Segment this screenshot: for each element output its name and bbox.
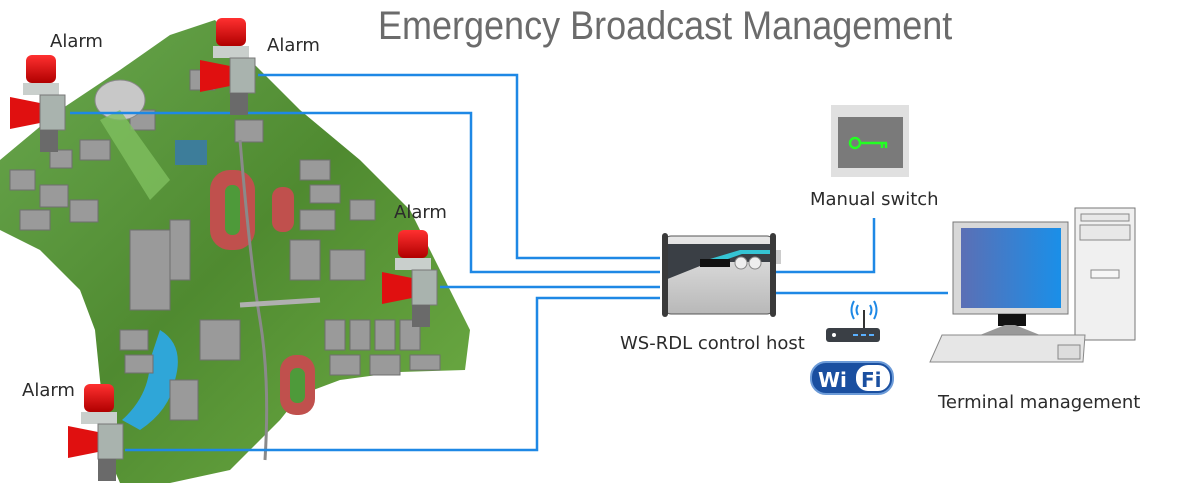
beacon-icon <box>84 384 114 412</box>
control-host-device[interactable] <box>662 233 781 317</box>
host-knob-2 <box>748 256 762 270</box>
host-display <box>700 259 730 267</box>
alarm-label-right: Alarm <box>394 202 447 223</box>
alarm-device-right[interactable] <box>382 230 438 327</box>
beacon-icon <box>26 55 56 83</box>
alarm-label-top-center: Alarm <box>267 35 320 56</box>
bridge <box>239 297 321 308</box>
road <box>238 139 269 461</box>
terminal-label: Terminal management <box>938 392 1141 413</box>
alarm-device-top-center[interactable] <box>200 18 256 115</box>
horn-icon <box>10 97 40 129</box>
page-title: Emergency Broadcast Management <box>378 4 953 48</box>
tennis-court <box>175 140 207 165</box>
wifi-text-left: Wi <box>818 368 847 392</box>
track-field-2 <box>272 187 294 232</box>
host-knob-1 <box>734 256 748 270</box>
line-manual-switch <box>775 218 876 274</box>
alarm-device-top-left[interactable] <box>10 55 66 152</box>
connection-lines <box>70 73 948 452</box>
line-alarm-top-center <box>258 73 660 260</box>
horn-icon <box>382 272 412 304</box>
lawn <box>100 110 170 200</box>
alarm-label-bottom-left: Alarm <box>22 380 75 401</box>
field-grass-1 <box>225 185 240 235</box>
monitor-screen <box>961 228 1061 308</box>
alarm-device-bottom-left[interactable] <box>68 384 124 481</box>
horn-icon <box>200 60 230 92</box>
control-host-label: WS-RDL control host <box>620 333 805 354</box>
wifi-logo: Wi Fi <box>810 361 894 395</box>
wifi-text-right: Fi <box>861 368 882 392</box>
lake <box>122 330 178 430</box>
field-grass-3 <box>290 368 305 403</box>
line-alarm-bottom-left <box>125 296 660 452</box>
key-icon <box>848 136 888 150</box>
buildings <box>9 69 441 421</box>
horn-icon <box>68 426 98 458</box>
signal-icon <box>850 300 878 320</box>
keyboard <box>929 334 1086 363</box>
manual-switch-device[interactable] <box>831 105 909 177</box>
line-alarm-top-left <box>70 111 660 274</box>
router-icon <box>826 300 880 342</box>
alarm-label-top-left: Alarm <box>50 31 103 52</box>
campus-map <box>0 20 470 483</box>
beacon-icon <box>216 18 246 46</box>
beacon-icon <box>398 230 428 258</box>
manual-switch-label: Manual switch <box>810 189 939 210</box>
terminal-computer[interactable] <box>929 207 1136 363</box>
